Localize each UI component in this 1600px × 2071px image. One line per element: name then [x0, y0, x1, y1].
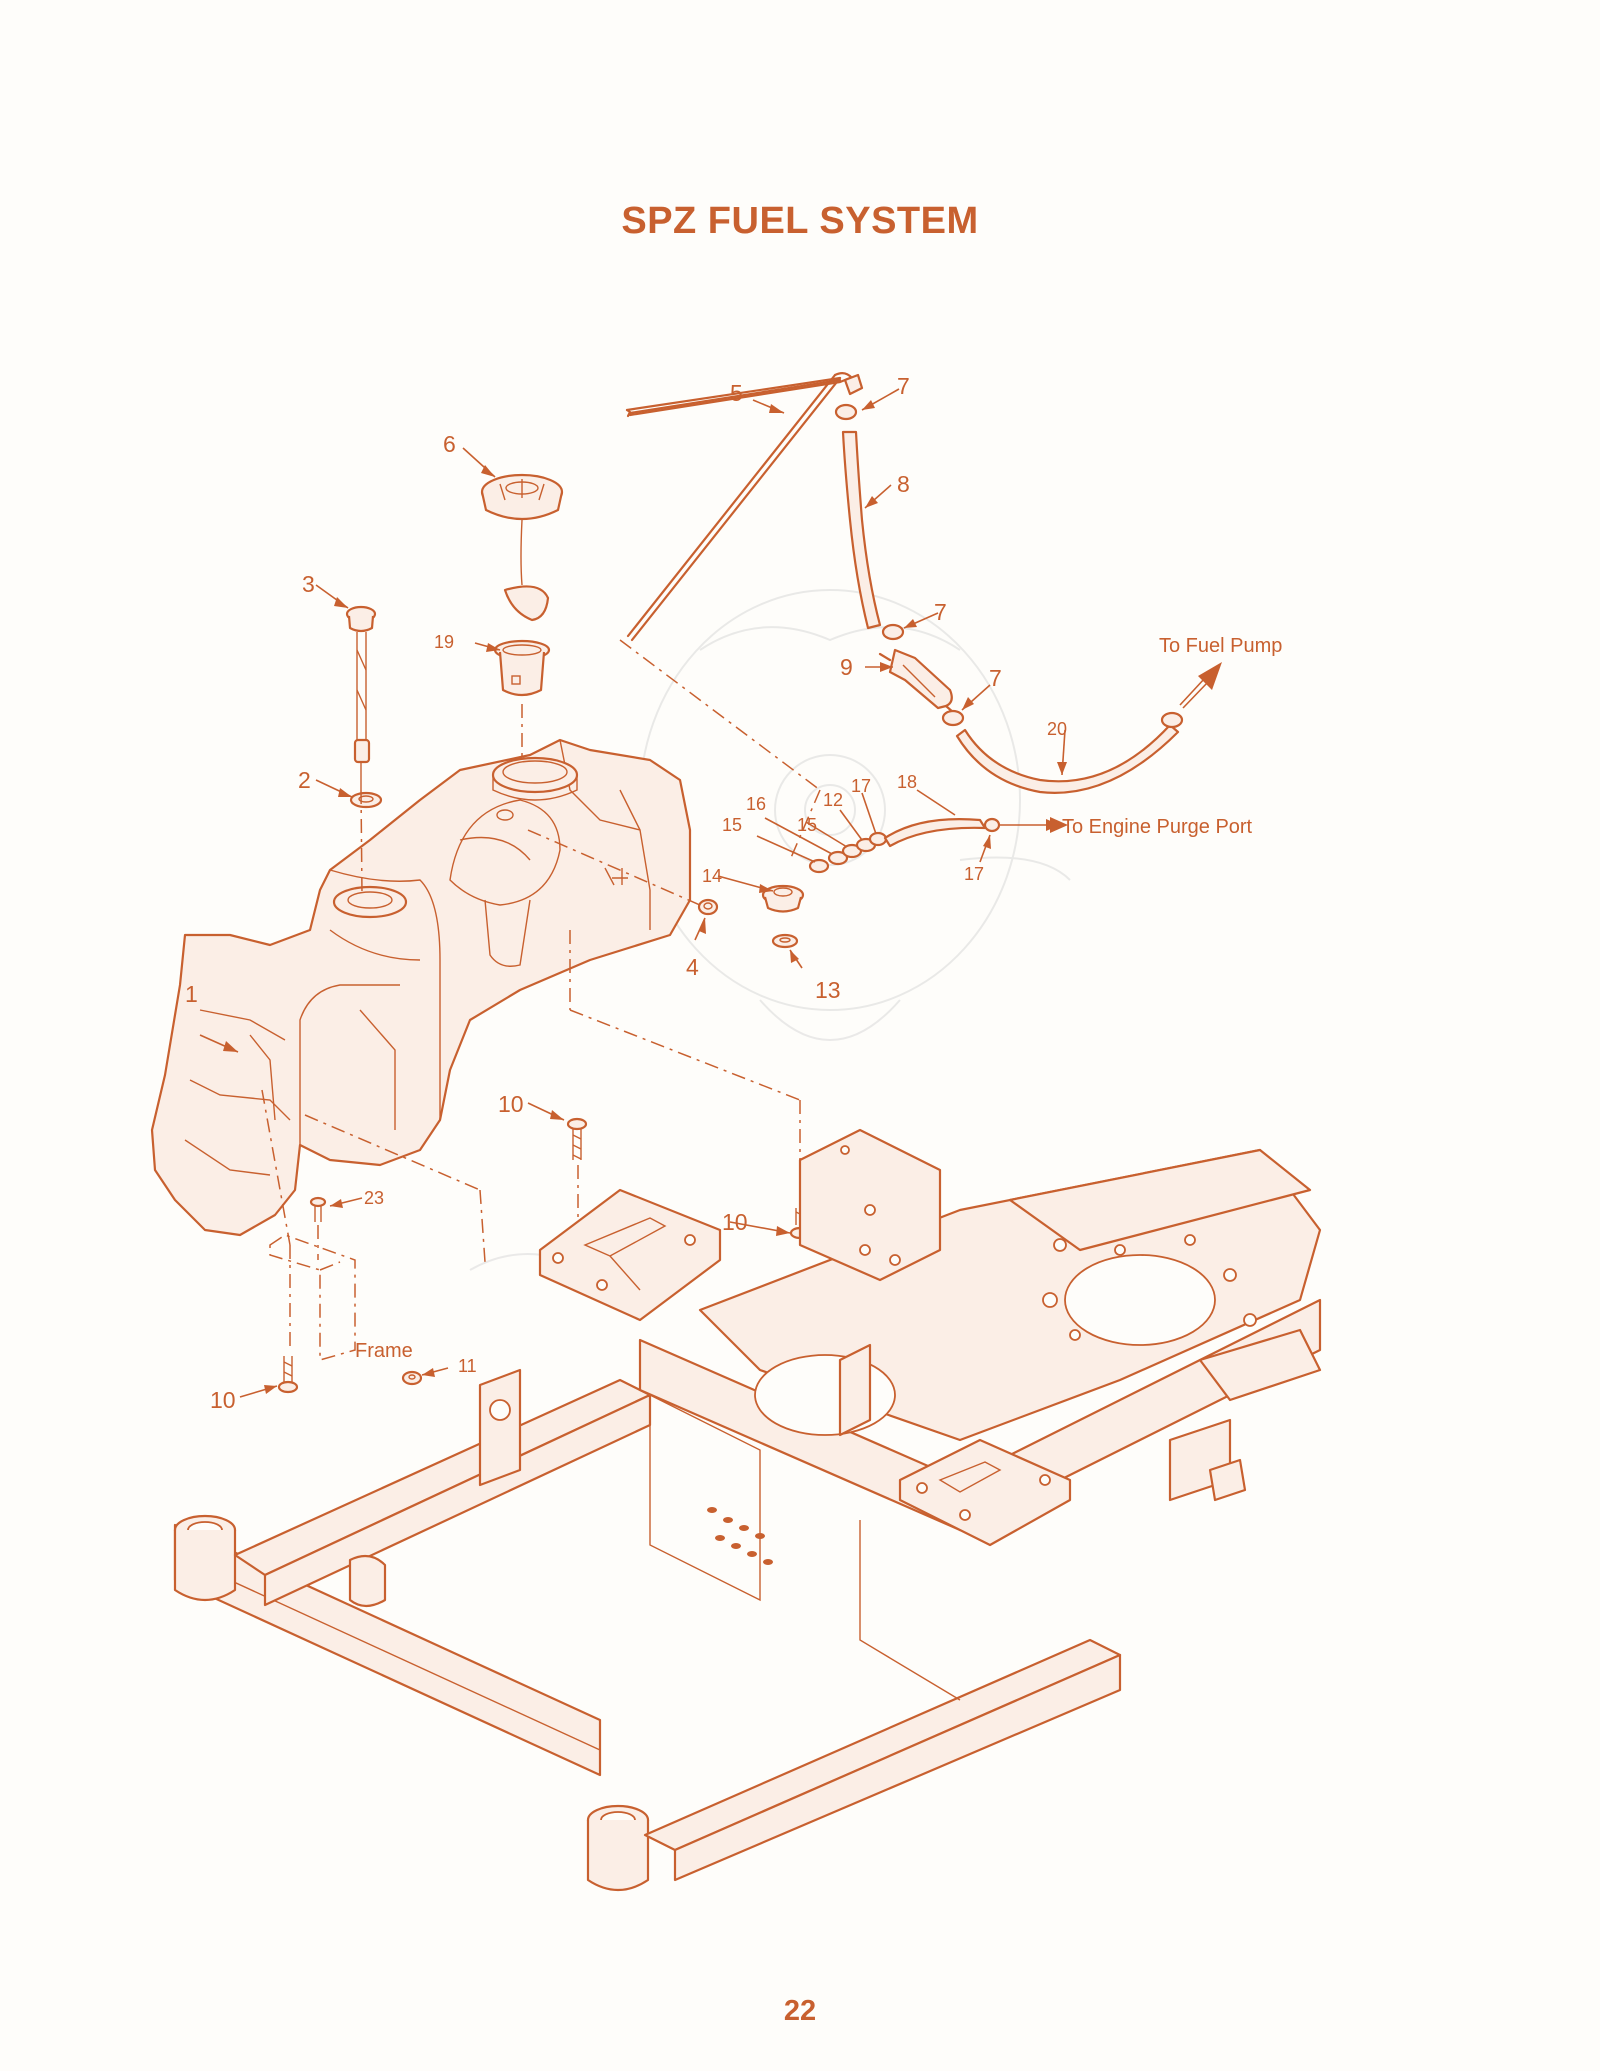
- leader-arrowheads: [223, 400, 1222, 1394]
- callout-15-left: 15: [722, 815, 742, 835]
- fuel-tank: [150, 738, 692, 1237]
- callout-15-right: 15: [797, 815, 817, 835]
- hose-clamp-top: [834, 373, 864, 421]
- hose-clamp-middle: [881, 623, 905, 641]
- callout-7-middle: 7: [934, 599, 947, 625]
- callout-7-top: 7: [897, 373, 910, 399]
- callout-12: 12: [823, 790, 843, 810]
- callout-10-middle: 10: [722, 1209, 748, 1235]
- frame-bracket: [269, 1234, 356, 1361]
- filler-strainer: [493, 639, 551, 697]
- annotation-labels: To Fuel Pump To Engine Purge Port Frame: [355, 635, 1282, 1362]
- callout-10-lower: 10: [210, 1387, 236, 1413]
- callout-19: 19: [434, 632, 454, 652]
- nut-11: [401, 1370, 423, 1386]
- callout-2: 2: [298, 767, 311, 793]
- vent-rod: [626, 371, 854, 642]
- page-title: SPZ FUEL SYSTEM: [621, 200, 979, 242]
- callout-6: 6: [443, 431, 456, 457]
- callout-20: 20: [1047, 719, 1067, 739]
- frame-label: Frame: [355, 1340, 413, 1362]
- bolt-upper: [566, 1117, 588, 1160]
- gauge-grommet: [349, 791, 383, 809]
- fuel-gauge: [345, 605, 377, 790]
- pump-hose: [955, 711, 1184, 794]
- fuel-hose: [841, 430, 882, 630]
- callout-8: 8: [897, 471, 910, 497]
- callout-17-upper: 17: [851, 776, 871, 796]
- bolt-lower: [277, 1356, 299, 1394]
- callout-5: 5: [730, 380, 743, 406]
- callout-labels: 1 2 3 4 5 6 7 7 7 8 9 10 10 10 11 12 13 …: [185, 373, 1067, 1413]
- page-number: 22: [783, 1995, 817, 2027]
- fuel-cap: [480, 473, 564, 622]
- callout-18: 18: [897, 772, 917, 792]
- callout-13: 13: [815, 977, 841, 1003]
- callout-23: 23: [364, 1188, 384, 1208]
- callout-9: 9: [840, 654, 853, 680]
- to-fuel-pump-label: To Fuel Pump: [1159, 635, 1282, 657]
- to-engine-purge-port-label: To Engine Purge Port: [1062, 816, 1253, 838]
- fuel-filter: [878, 648, 956, 715]
- vent-grommet: [697, 898, 719, 916]
- mower-frame: [173, 1128, 1322, 1891]
- callout-11: 11: [458, 1356, 477, 1376]
- callout-14: 14: [702, 866, 722, 886]
- callout-4: 4: [686, 954, 699, 980]
- valve-grommet: [771, 933, 799, 949]
- callout-1: 1: [185, 981, 198, 1007]
- fitting-cluster: [808, 817, 1001, 874]
- callout-17-lower: 17: [964, 864, 984, 884]
- hose-clamp-lower: [941, 709, 965, 727]
- callout-16: 16: [746, 794, 766, 814]
- callout-3: 3: [302, 571, 315, 597]
- callout-7-lower: 7: [989, 665, 1002, 691]
- callout-10-upper: 10: [498, 1091, 524, 1117]
- bolt-23: [309, 1196, 327, 1222]
